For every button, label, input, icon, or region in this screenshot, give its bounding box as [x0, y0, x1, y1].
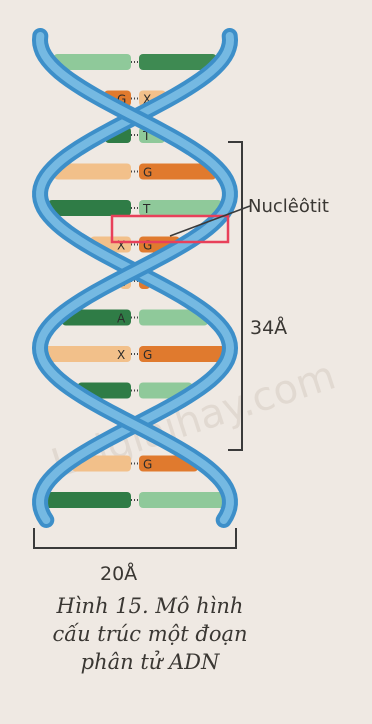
base-left-letter: A	[117, 312, 126, 326]
base-left-letter: X	[117, 239, 125, 253]
caption-line-1: Hình 15. Mô hình	[0, 592, 300, 620]
diameter-label: 20Å	[100, 562, 137, 585]
base-pair: G	[54, 164, 216, 180]
figure-caption: Hình 15. Mô hình cấu trúc một đoạn phân …	[0, 592, 300, 676]
caption-line-3: phân tử ADN	[0, 648, 300, 676]
base-left	[48, 200, 131, 216]
base-left	[44, 492, 131, 508]
base-right	[139, 492, 226, 508]
pitch-label: 34Å	[250, 316, 287, 339]
base-pair	[53, 54, 216, 70]
base-pair: A	[62, 310, 208, 326]
base-right-letter: G	[143, 239, 152, 253]
base-right	[139, 200, 222, 216]
base-left-letter: X	[117, 348, 125, 362]
base-right-letter: G	[143, 348, 152, 362]
base-pair: T	[48, 200, 222, 216]
base-right-letter: G	[143, 166, 152, 180]
diameter-bracket	[34, 528, 236, 548]
base-right-letter: T	[142, 202, 151, 216]
base-right-letter: G	[143, 458, 152, 472]
caption-line-2: cấu trúc một đoạn	[0, 620, 300, 648]
nucleotide-label: Nuclêôtit	[248, 196, 329, 217]
base-pair	[44, 492, 226, 508]
